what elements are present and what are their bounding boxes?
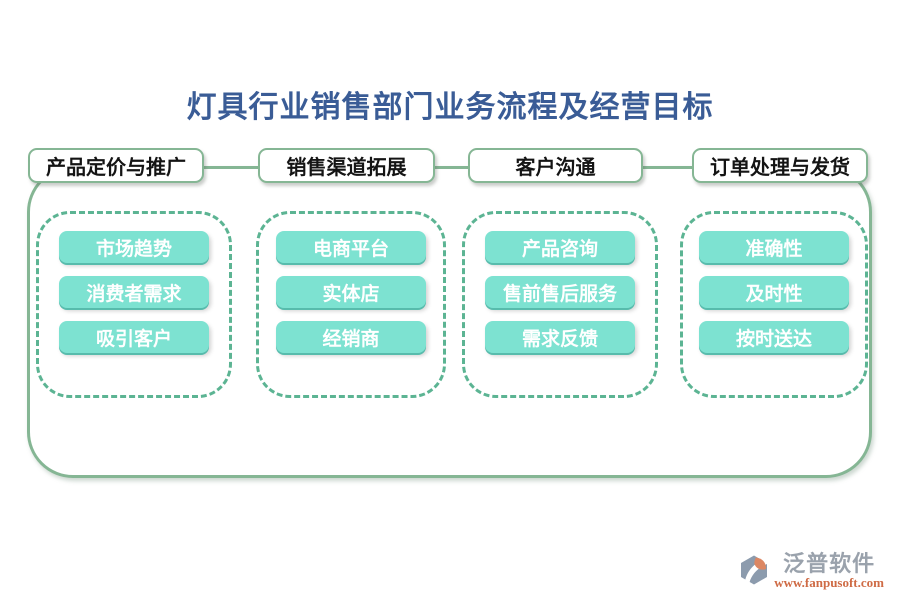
diagram-title: 灯具行业销售部门业务流程及经营目标 [186, 91, 714, 124]
group-box-order-shipping: 准确性 及时性 按时送达 [680, 211, 868, 398]
stage-header-label: 订单处理与发货 [710, 157, 850, 179]
vendor-website: www.fanpusoft.com [774, 575, 884, 590]
group-box-channel-expansion: 电商平台 实体店 经销商 [256, 211, 446, 398]
node-demand-feedback: 需求反馈 [485, 321, 635, 353]
node-accuracy: 准确性 [699, 231, 849, 263]
stage-header-label: 销售渠道拓展 [286, 157, 407, 179]
vendor-text-block: 泛普软件 www.fanpusoft.com [774, 552, 884, 590]
node-physical-store: 实体店 [276, 276, 426, 308]
stage-header-pricing-promotion: 产品定价与推广 [28, 148, 204, 183]
group-box-pricing-promotion: 市场趋势 消费者需求 吸引客户 [36, 211, 232, 398]
node-distributor: 经销商 [276, 321, 426, 353]
vendor-name: 泛普软件 [783, 551, 876, 576]
stage-header-customer-communication: 客户沟通 [468, 148, 643, 183]
vendor-watermark: 泛普软件 www.fanpusoft.com [738, 552, 884, 590]
node-timeliness: 及时性 [699, 276, 849, 308]
stage-header-channel-expansion: 销售渠道拓展 [258, 148, 435, 183]
node-attract-customers: 吸引客户 [59, 321, 209, 353]
stage-header-label: 客户沟通 [515, 157, 596, 179]
node-product-consultation: 产品咨询 [485, 231, 635, 263]
node-on-time-delivery: 按时送达 [699, 321, 849, 353]
fanpu-logo-icon [741, 555, 768, 585]
node-presale-aftersale-service: 售前售后服务 [485, 276, 635, 308]
node-ecommerce-platform: 电商平台 [276, 231, 426, 263]
stage-header-order-shipping: 订单处理与发货 [692, 148, 868, 183]
stage-header-label: 产品定价与推广 [46, 157, 186, 179]
node-consumer-demand: 消费者需求 [59, 276, 209, 308]
node-market-trends: 市场趋势 [59, 231, 209, 263]
group-box-customer-communication: 产品咨询 售前售后服务 需求反馈 [462, 211, 658, 398]
